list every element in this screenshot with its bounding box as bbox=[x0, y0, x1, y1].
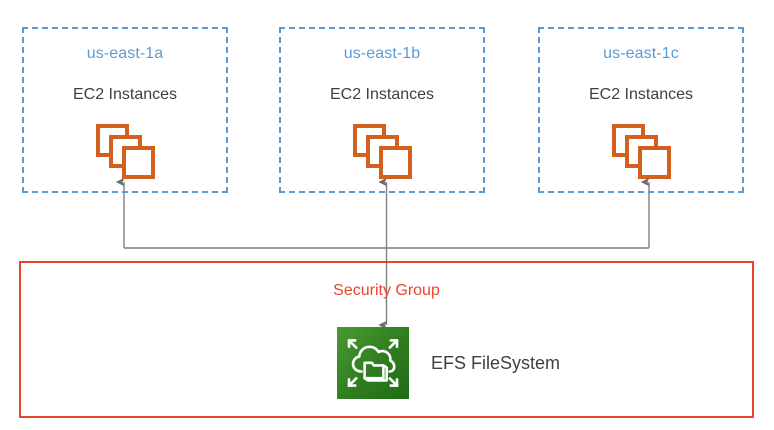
ec2-instances-icon bbox=[612, 124, 674, 180]
ec2-instances-label-1a: EC2 Instances bbox=[72, 86, 178, 103]
availability-zone-us-east-1b: us-east-1b EC2 Instances bbox=[279, 27, 485, 193]
availability-zone-us-east-1c: us-east-1c EC2 Instances bbox=[538, 27, 744, 193]
ec2-instances-icon bbox=[353, 124, 415, 180]
security-group-box: Security Group bbox=[19, 261, 754, 418]
ec2-instances-label-1b: EC2 Instances bbox=[329, 86, 435, 103]
ec2-square-front bbox=[638, 146, 671, 179]
az-label-us-east-1a: us-east-1a bbox=[86, 45, 164, 62]
ec2-square-front bbox=[379, 146, 412, 179]
efs-glyph bbox=[347, 339, 399, 387]
ec2-instances-icon bbox=[96, 124, 158, 180]
efs-filesystem-icon bbox=[337, 327, 409, 399]
efs-filesystem-label: EFS FileSystem bbox=[431, 353, 561, 373]
availability-zone-us-east-1a: us-east-1a EC2 Instances bbox=[22, 27, 228, 193]
ec2-square-front bbox=[122, 146, 155, 179]
ec2-instances-label-1c: EC2 Instances bbox=[588, 86, 694, 103]
az-label-us-east-1c: us-east-1c bbox=[603, 45, 679, 62]
security-group-label: Security Group bbox=[333, 282, 440, 299]
az-label-us-east-1b: us-east-1b bbox=[343, 45, 421, 62]
